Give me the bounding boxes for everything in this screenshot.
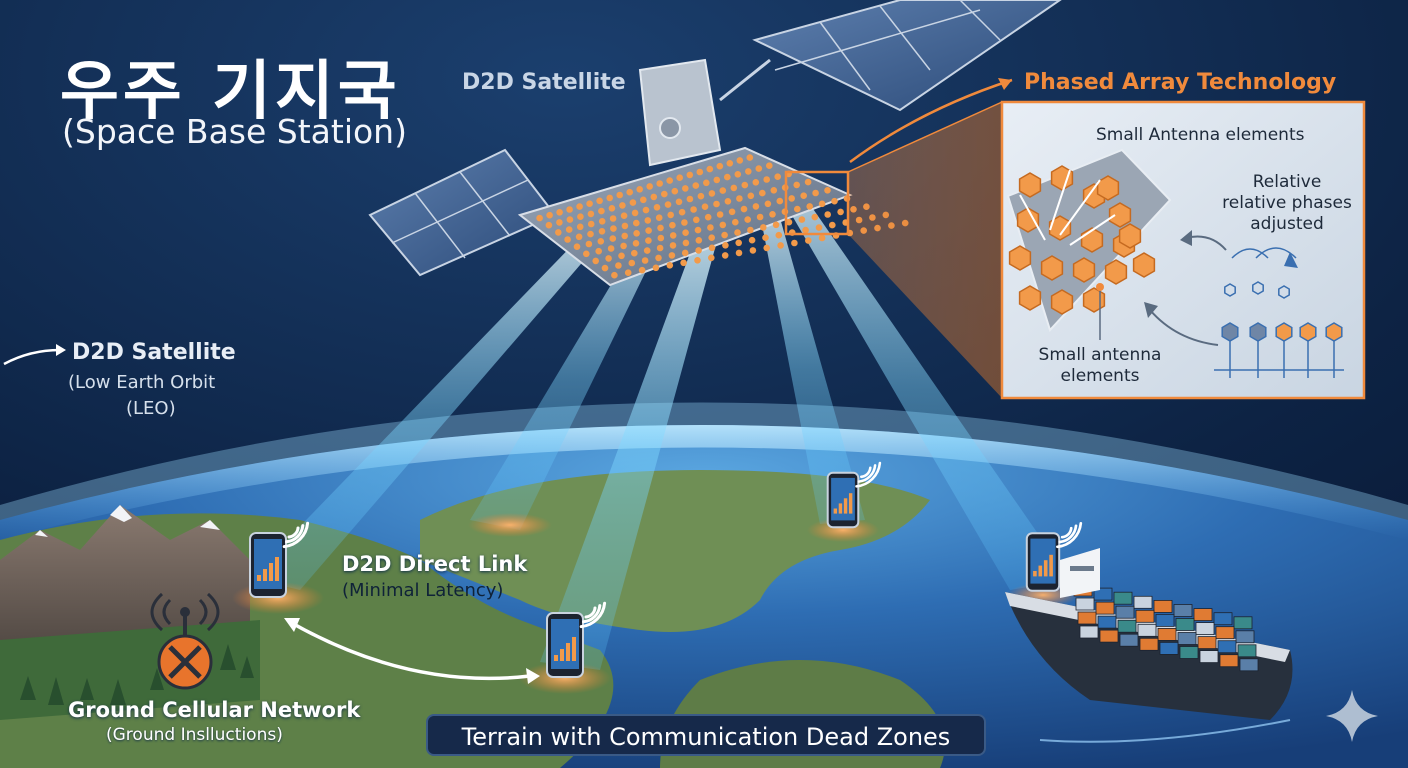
phased-array-label-bottom-1: Small antenna xyxy=(1038,345,1162,365)
title-korean: 우주 기지국 xyxy=(60,55,401,129)
cargo-ship xyxy=(1005,548,1293,743)
phased-array-label-top: Small Antenna elements xyxy=(1096,125,1305,145)
ground-tower-icon xyxy=(150,592,220,690)
beam-5 xyxy=(776,188,1070,590)
orbit-title: D2D Satellite xyxy=(72,340,236,365)
phase-diagram xyxy=(1214,247,1344,378)
phased-array-label-right-2: relative phases xyxy=(1222,193,1352,213)
orbit-line-2: (LEO) xyxy=(126,398,176,419)
phased-array-title: Phased Array Technology xyxy=(1024,70,1337,95)
zoom-funnel xyxy=(848,102,1002,398)
sparkle-icon xyxy=(1326,690,1378,742)
leo-arrow xyxy=(3,348,61,366)
inset-antenna-elements xyxy=(1008,165,1156,315)
beam-4 xyxy=(760,214,865,524)
phased-array-inset xyxy=(1000,100,1366,400)
phased-array-label-right-3: adjusted xyxy=(1250,214,1324,234)
mountains xyxy=(0,505,250,660)
phone-icon xyxy=(826,461,882,529)
signal-beams xyxy=(250,188,1070,670)
d2d-satellite xyxy=(368,0,1062,287)
satellite-bus xyxy=(638,58,722,167)
beam-2 xyxy=(470,228,665,530)
phone-icon xyxy=(249,521,310,598)
orbit-line-1: (Low Earth Orbit xyxy=(68,372,216,393)
beam-3 xyxy=(540,226,720,670)
beam-1 xyxy=(250,232,605,590)
direct-link-subtitle: (Minimal Latency) xyxy=(342,580,504,601)
ground-network-subtitle: (Ground Inslluctions) xyxy=(106,725,283,745)
direct-link-title: D2D Direct Link xyxy=(342,552,528,576)
phased-array-arrow xyxy=(849,78,1013,164)
phone-icon xyxy=(546,601,607,678)
title-english: (Space Base Station) xyxy=(62,112,407,151)
landmass-center xyxy=(420,470,930,632)
antenna-array-elements xyxy=(536,154,909,279)
inset-arrow-lower xyxy=(1149,309,1219,346)
phone-icon xyxy=(1025,522,1083,592)
phased-array-label-right-1: Relative xyxy=(1252,172,1322,192)
terrain-banner: Terrain with Communication Dead Zones xyxy=(426,714,986,756)
inset-signal-arrows xyxy=(1019,169,1116,246)
satellite-label: D2D Satellite xyxy=(462,70,626,95)
d2d-link-arrow xyxy=(289,620,531,681)
solar-panel-right xyxy=(752,0,1062,112)
phones xyxy=(249,461,1083,678)
ground-network-title: Ground Cellular Network xyxy=(68,698,361,722)
phased-array-label-bottom-2: elements xyxy=(1060,366,1140,386)
